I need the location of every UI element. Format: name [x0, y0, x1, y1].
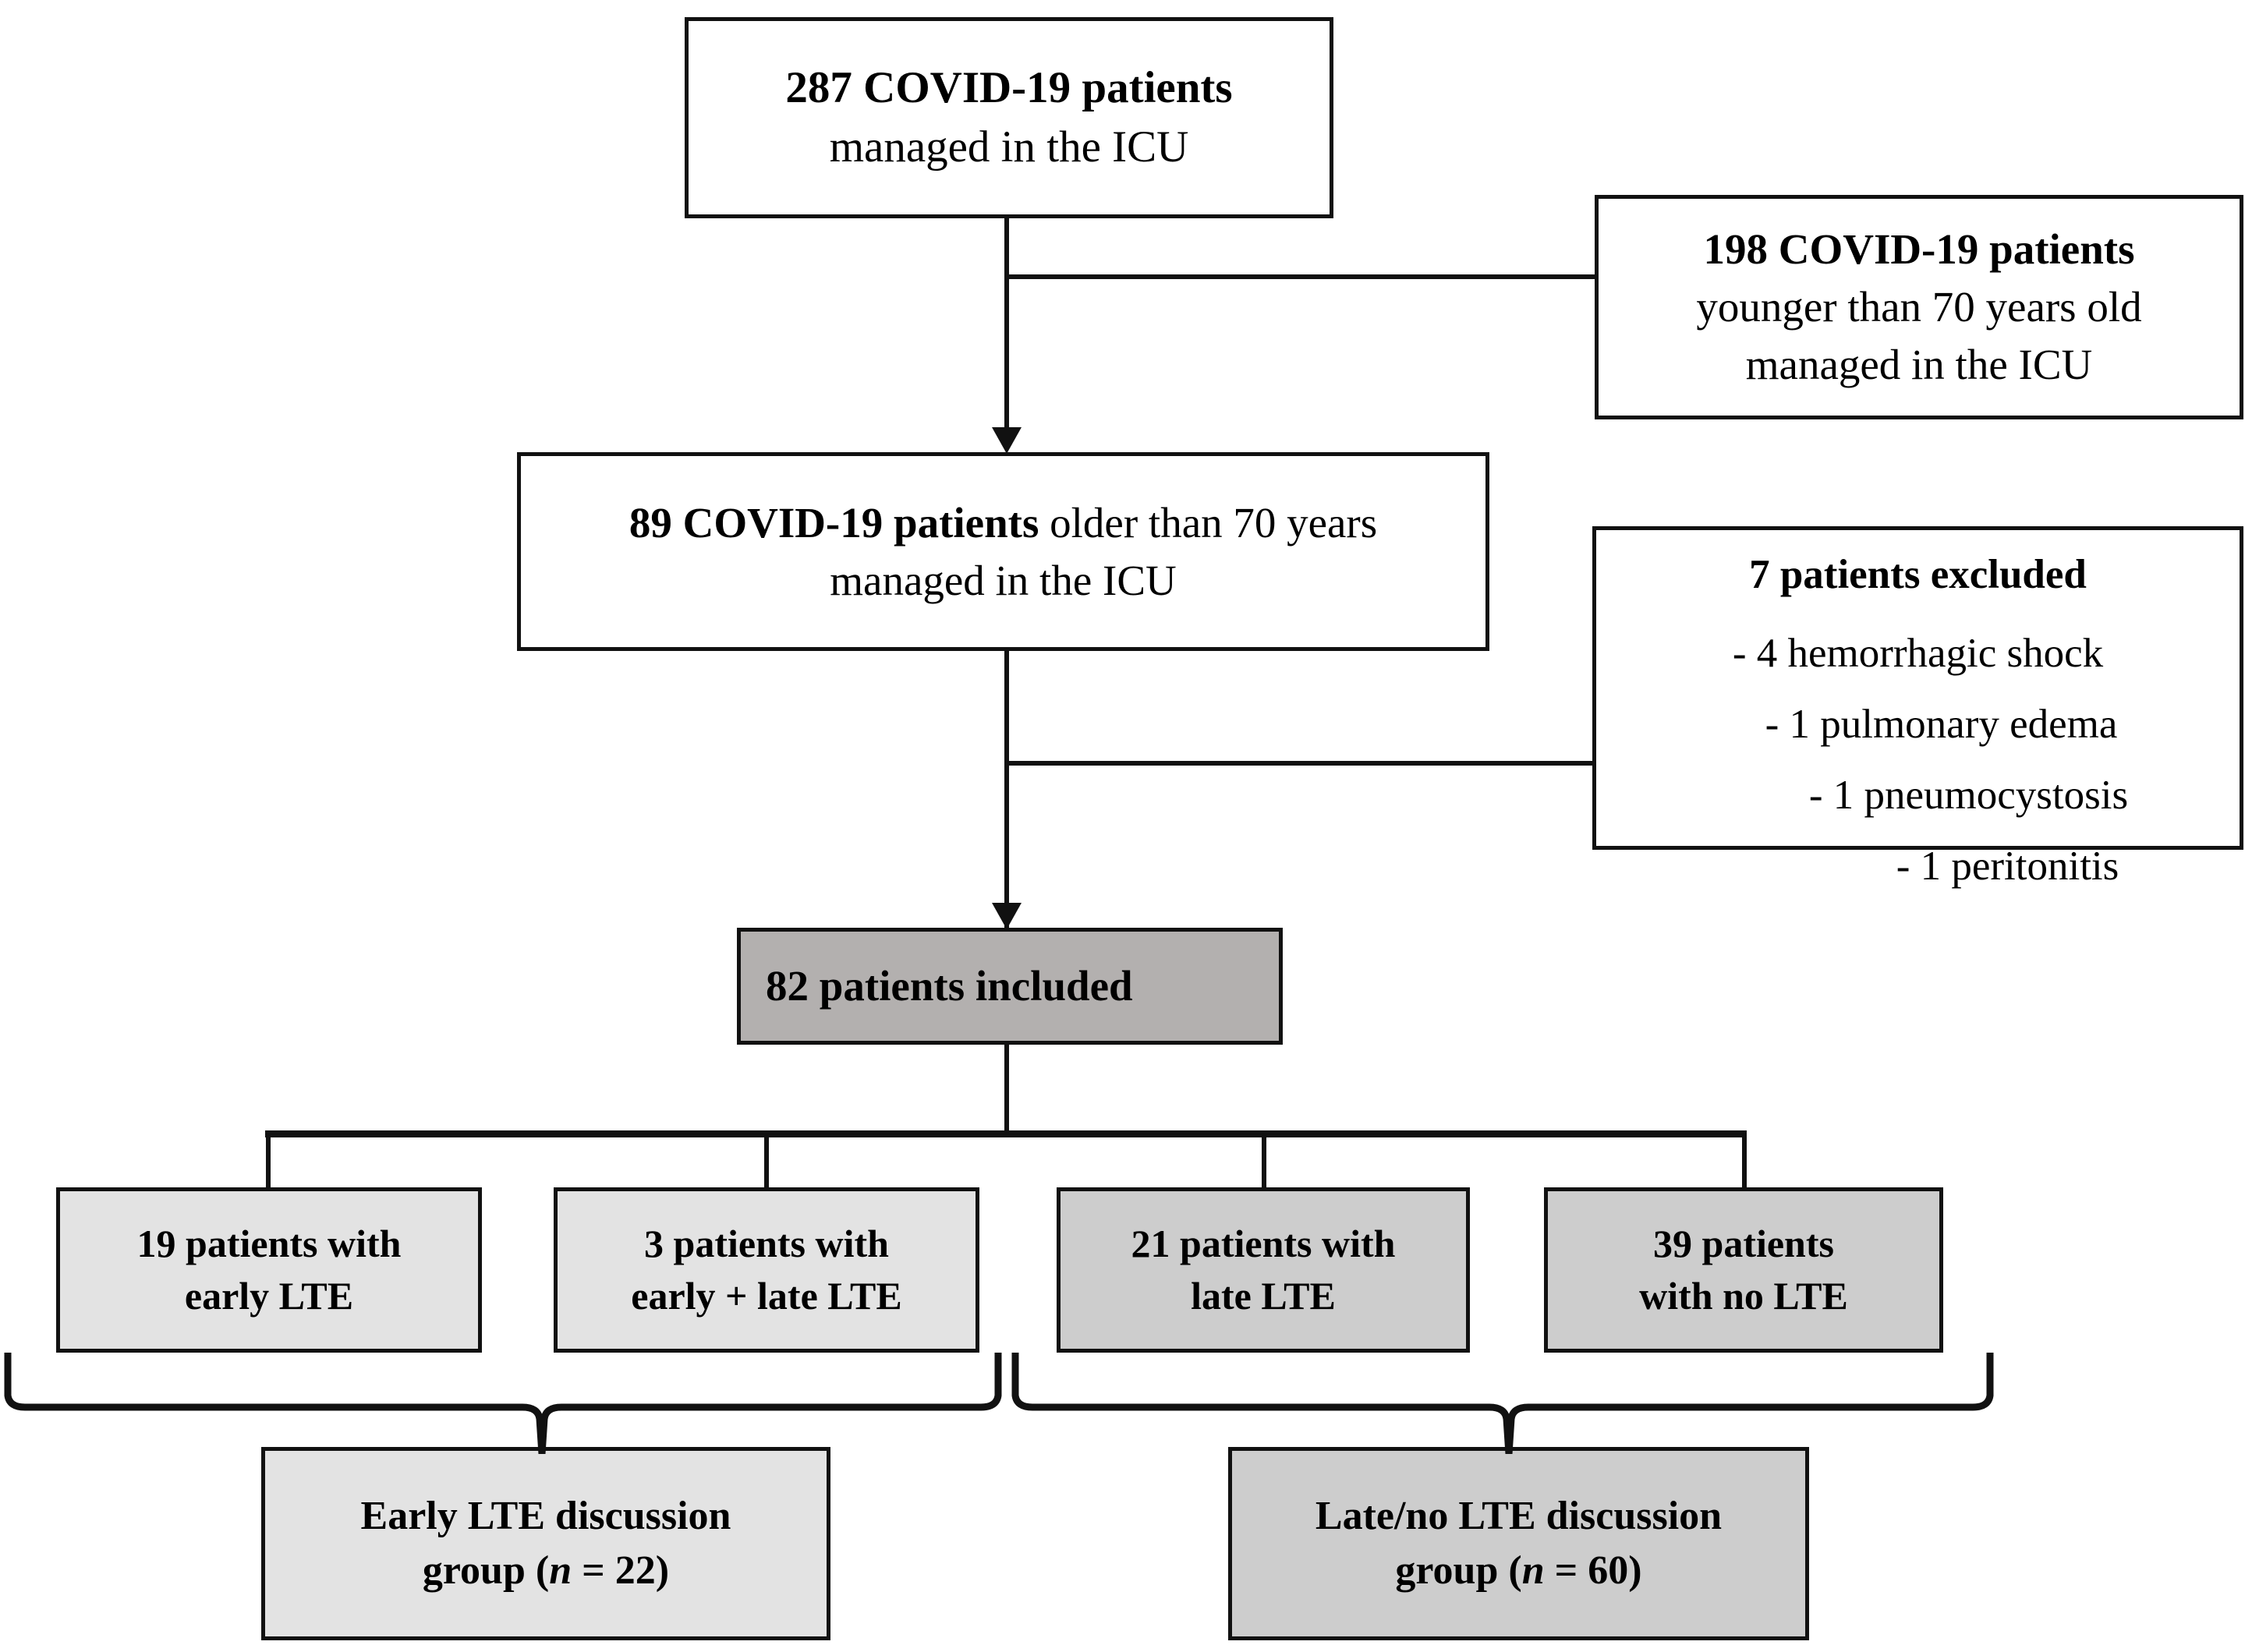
connector-branch-to-younger [1004, 274, 1597, 279]
node-group-1-line2: early + late LTE [631, 1274, 902, 1318]
arrowhead-older-to-included [992, 903, 1022, 929]
node-summary-1-line2: group (n = 60) [1395, 1544, 1641, 1598]
node-total-covid-patients: 287 COVID-19 patients managed in the ICU [685, 17, 1333, 218]
node-excluded-item-2: - 1 pneumocystosis [1808, 773, 2129, 819]
node-group-1-line1: 3 patients with [644, 1222, 889, 1265]
node-summary-1-n-symbol: n [1521, 1548, 1545, 1593]
connector-included-to-distribution [1004, 1045, 1009, 1134]
connector-older-to-included [1004, 649, 1009, 930]
node-group-0-line2: early LTE [184, 1274, 354, 1318]
node-group-early-lte: 19 patients with early LTE [56, 1187, 482, 1353]
node-group-early-plus-late-lte: 3 patients with early + late LTE [554, 1187, 979, 1353]
connector-total-to-older [1004, 218, 1009, 437]
node-group-3-line1: 39 patients [1653, 1222, 1834, 1265]
node-older-than-70: 89 COVID-19 patients older than 70 years… [517, 452, 1489, 651]
node-summary-1-group-word: group ( [1395, 1548, 1522, 1593]
node-younger-line3: managed in the ICU [1745, 340, 2093, 388]
node-summary-0-line2: group (n = 22) [423, 1544, 669, 1598]
node-patients-included: 82 patients included [737, 928, 1283, 1045]
arrowhead-total-to-older [992, 427, 1022, 454]
node-older-line1-rest: older than 70 years [1039, 498, 1378, 547]
node-group-late-lte: 21 patients with late LTE [1057, 1187, 1470, 1353]
node-group-no-lte: 39 patients with no LTE [1544, 1187, 1943, 1353]
node-excluded-heading: 7 patients excluded [1749, 552, 2087, 597]
brace-early-lte-group [0, 1353, 1014, 1454]
node-total-line1: 287 COVID-19 patients [785, 62, 1233, 112]
node-group-0-line1: 19 patients with [136, 1222, 402, 1265]
connector-drop-to-group-2 [1262, 1130, 1266, 1189]
distribution-bar [265, 1130, 1747, 1137]
connector-drop-to-group-0 [266, 1130, 271, 1189]
connector-branch-to-excluded [1004, 761, 1595, 766]
brace-late-no-lte-group [1006, 1353, 2012, 1454]
node-summary-1-line1: Late/no LTE discussion [1315, 1494, 1723, 1539]
node-younger-line1: 198 COVID-19 patients [1703, 225, 2135, 274]
node-older-line1: 89 COVID-19 patients older than 70 years [629, 494, 1377, 552]
node-included-label: 82 patients included [766, 962, 1133, 1010]
node-summary-late-no-lte-group: Late/no LTE discussion group (n = 60) [1228, 1447, 1809, 1640]
node-excluded-item-1: - 1 pulmonary edema [1765, 702, 2118, 748]
node-excluded-reasons: 7 patients excluded - 4 hemorrhagic shoc… [1592, 526, 2243, 889]
node-summary-0-n-value: = 22) [572, 1548, 670, 1593]
node-younger-than-70-excluded: 198 COVID-19 patients younger than 70 ye… [1595, 195, 2243, 419]
node-excluded-item-0: - 4 hemorrhagic shock [1732, 631, 2104, 677]
node-total-line2: managed in the ICU [829, 122, 1189, 172]
node-group-2-line2: late LTE [1191, 1274, 1336, 1318]
node-summary-0-group-word: group ( [422, 1548, 550, 1593]
node-excluded-item-3: - 1 peritonitis [1896, 844, 2119, 890]
node-group-3-line2: with no LTE [1639, 1274, 1848, 1318]
node-older-line1-bold: 89 COVID-19 patients [629, 498, 1039, 547]
node-summary-early-lte-group: Early LTE discussion group (n = 22) [261, 1447, 830, 1640]
node-younger-line2: younger than 70 years old [1696, 283, 2142, 331]
node-summary-1-n-value: = 60) [1544, 1548, 1642, 1593]
connector-drop-to-group-1 [764, 1130, 769, 1189]
node-older-line2: managed in the ICU [830, 556, 1177, 604]
node-summary-0-n-symbol: n [549, 1548, 572, 1593]
node-summary-0-line1: Early LTE discussion [360, 1494, 731, 1539]
connector-drop-to-group-3 [1742, 1130, 1747, 1189]
node-group-2-line1: 21 patients with [1131, 1222, 1396, 1265]
